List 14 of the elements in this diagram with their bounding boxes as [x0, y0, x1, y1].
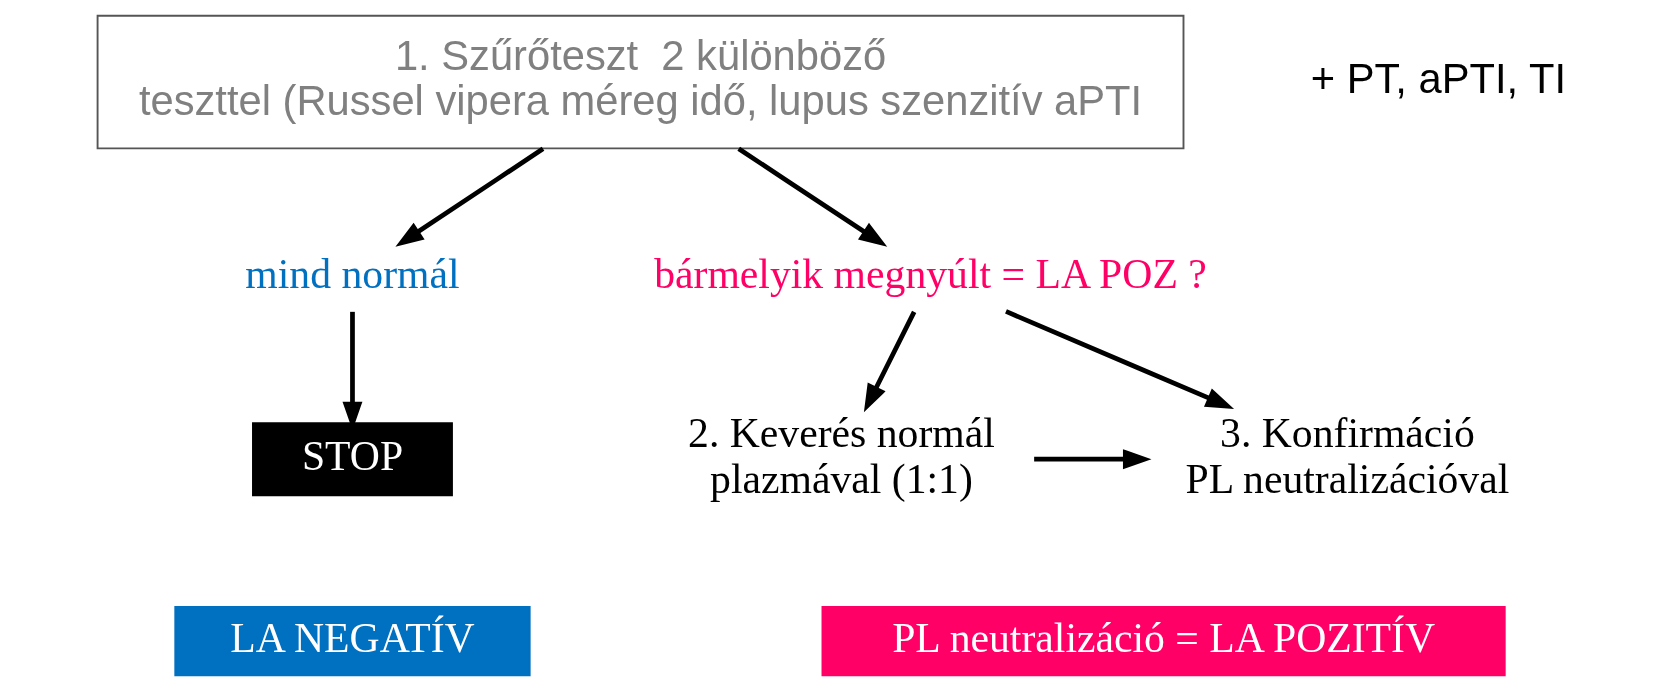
node-text: bármelyik megnyúlt = LA POZ ? — [653, 250, 1207, 297]
node-text: mind normál — [244, 250, 460, 297]
node-box: PL neutralizáció = LA POZITÍV — [821, 606, 1506, 677]
node-text: 3. Konfirmáció PL neutralizációval — [1185, 410, 1509, 502]
arrow — [1004, 309, 1234, 409]
arrow — [736, 146, 887, 247]
node-text: 2. Keverés normál plazmával (1:1) — [687, 410, 995, 502]
arrow — [863, 310, 916, 413]
node-box: LA NEGATÍV — [173, 606, 531, 677]
arrow — [394, 146, 544, 247]
arrow — [1033, 449, 1151, 470]
label: + PT, aPTI, TI — [1310, 54, 1566, 102]
node-box: 1. Szűrőteszt 2 különböző teszttel (Russel vipera méreg idő, lupus szenzitív aPTI — [96, 14, 1184, 150]
node-box: STOP — [251, 422, 453, 497]
